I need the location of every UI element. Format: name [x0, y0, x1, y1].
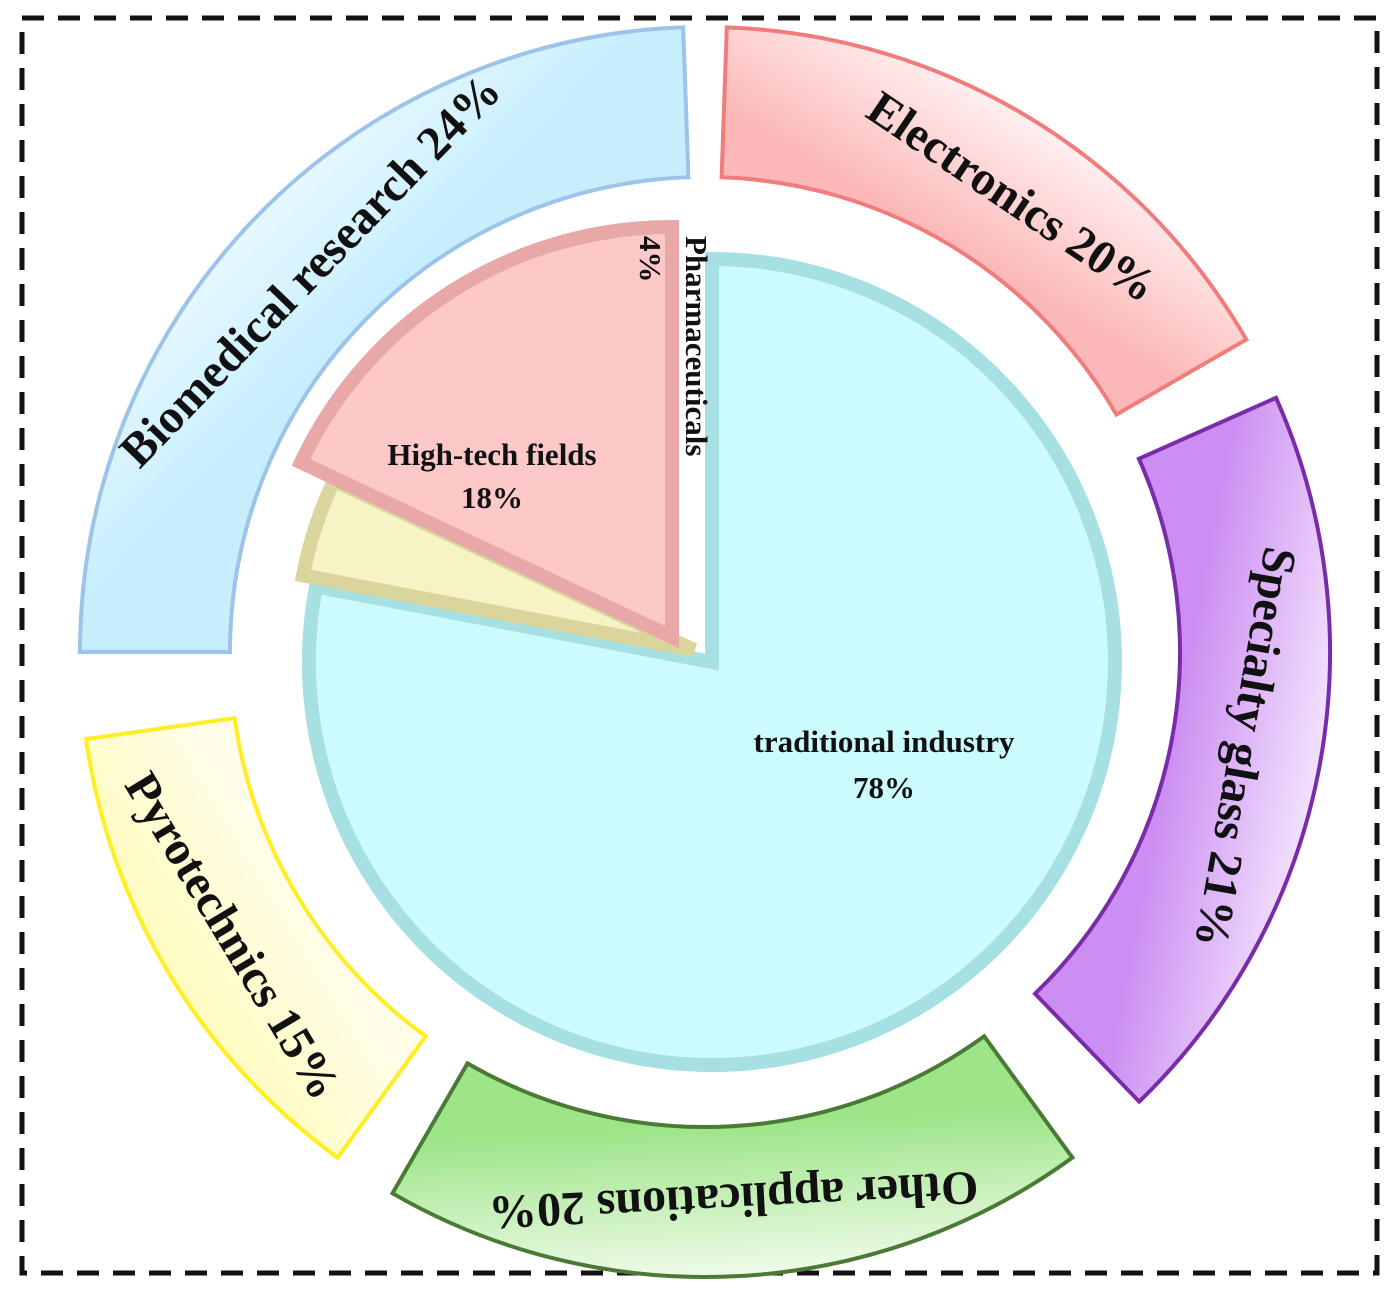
- ring-segment-other-applications: [389, 1033, 1076, 1280]
- ring-segment-pyrotechnics: [83, 715, 429, 1161]
- slice-label-high-tech-fields: High-tech fields: [387, 437, 596, 472]
- slice-value-pharmaceuticals: 4%: [633, 236, 668, 283]
- outer-ring: [77, 25, 1333, 1280]
- slice-high-tech-fields: [291, 219, 679, 649]
- slice-value-traditional-industry: 78%: [853, 770, 915, 805]
- inner-pie: [291, 219, 1122, 1072]
- ring-segment-biomedical-research: [77, 25, 691, 654]
- slice-value-high-tech-fields: 18%: [461, 480, 523, 515]
- ring-segment-electronics: [719, 25, 1250, 418]
- ring-segment-specialty-glass: [1032, 395, 1333, 1105]
- slice-traditional-industry: [302, 251, 1122, 1072]
- slice-label-pharmaceuticals: Pharmaceuticals: [679, 236, 714, 456]
- slice-label-traditional-industry: traditional industry: [754, 724, 1015, 759]
